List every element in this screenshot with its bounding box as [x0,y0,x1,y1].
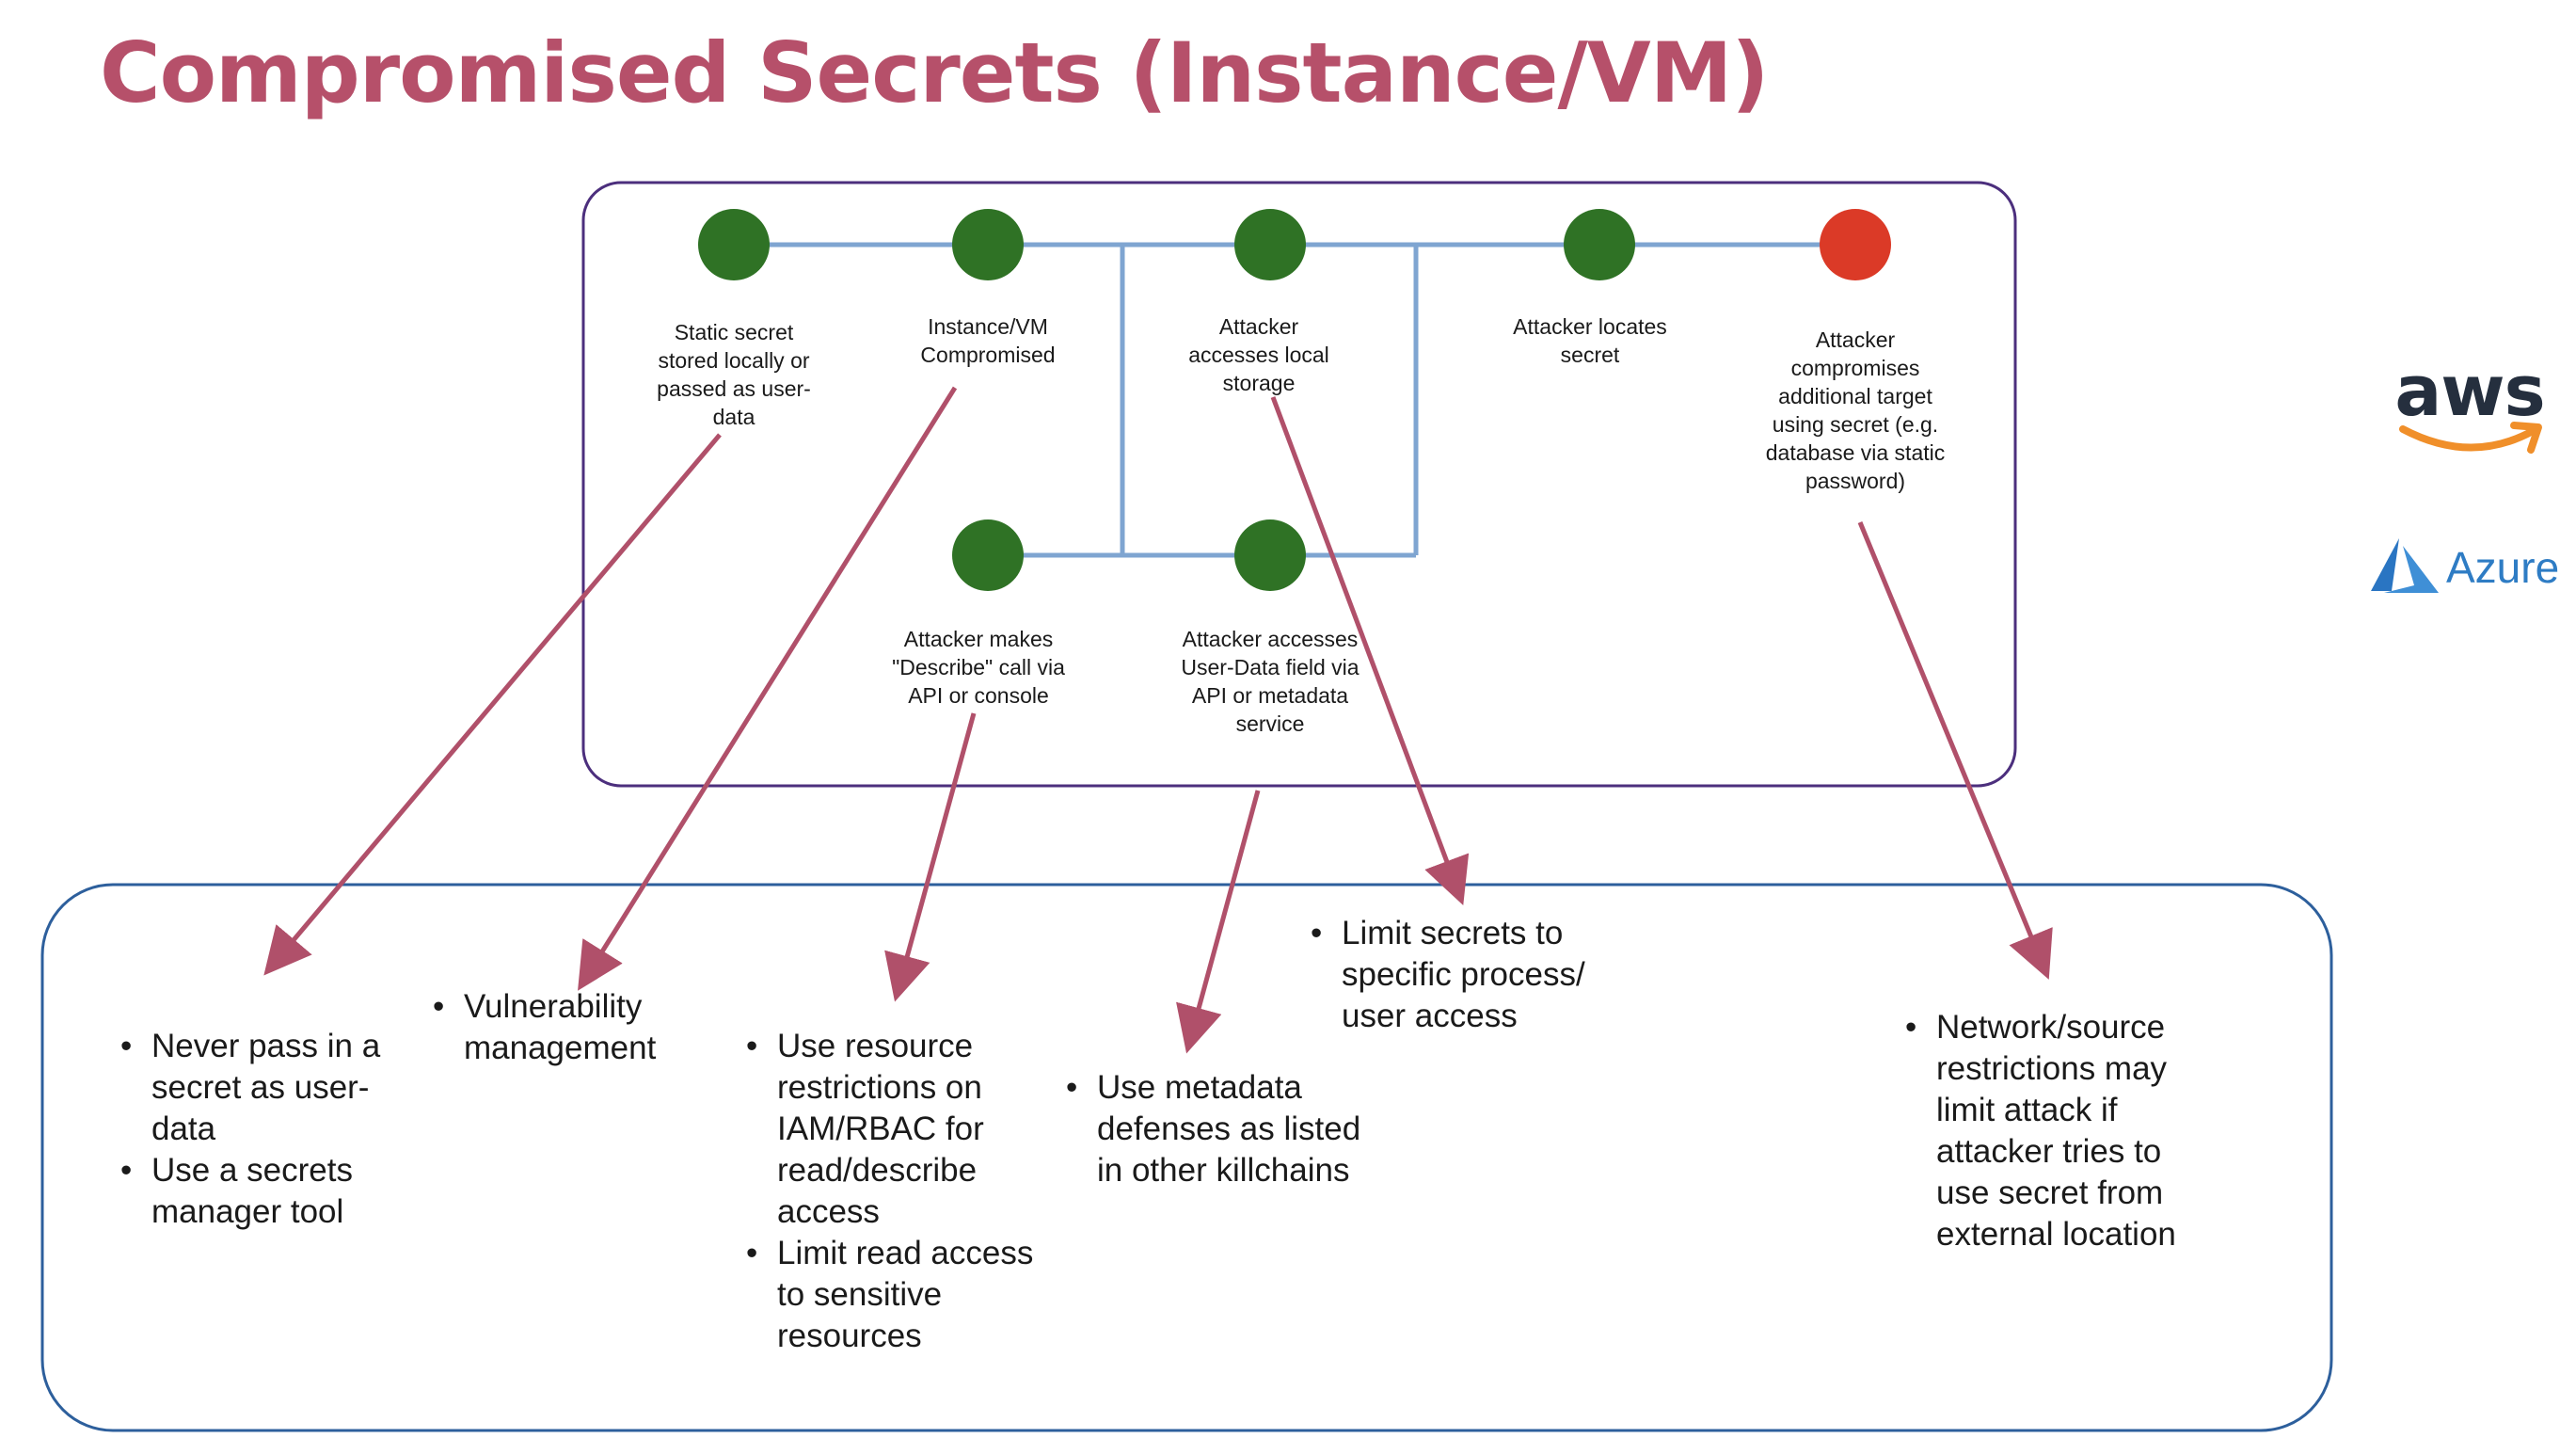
mitigation-list-local-storage: Limit secrets to specific process/ user … [1311,913,1630,1037]
node-label-describe-call: Attacker makes "Describe" call via API o… [892,627,1065,708]
arrow-instance-to-mitigation [578,386,958,991]
mitigations-frame [40,883,2333,1432]
step-node-describe-call [952,519,1024,591]
mitigation-arrows [263,386,2053,1054]
arrow-target-to-mitigation [1857,521,2053,980]
step-node-compromises-target [1820,209,1891,280]
arrow-local-storage-to-mitigation [1270,396,1470,906]
mitigation-item: Use metadata defenses as listed in other… [1066,1067,1376,1191]
connector-lines [734,242,1855,558]
mitigation-list-instance: Vulnerability management [433,986,696,1069]
node-label-static-secret: Static secret stored locally or passed a… [657,320,811,429]
arrow-user-data-to-mitigation [1176,790,1261,1054]
mitigation-list-static-secret: Never pass in a secret as user-data Use … [120,1026,403,1233]
node-label-instance-compromised: Instance/VM Compromised [920,314,1056,367]
mitigation-list-user-data: Use metadata defenses as listed in other… [1066,1067,1376,1191]
step-node-locates-secret [1564,209,1635,280]
node-label-locates-secret: Attacker locates secret [1513,314,1667,367]
mitigation-list-target: Network/source restrictions may limit at… [1905,1007,2187,1255]
mitigation-item: Use resource restrictions on IAM/RBAC fo… [746,1026,1057,1233]
arrow-describe-to-mitigation [884,712,977,1002]
step-nodes [698,209,1891,591]
aws-smile-icon [2399,422,2542,454]
azure-logo: Azure [2365,535,2576,600]
azure-triangle-icon [2371,538,2439,593]
step-node-local-storage [1234,209,1306,280]
mitigation-item: Limit read access to sensitive resources [746,1233,1057,1357]
step-node-static-secret [698,209,770,280]
node-label-local-storage: Attacker accesses local storage [1188,314,1329,395]
mitigation-item: Limit secrets to specific process/ user … [1311,913,1630,1037]
mitigation-item: Vulnerability management [433,986,696,1069]
node-label-user-data-field: Attacker accesses User-Data field via AP… [1181,627,1360,736]
azure-wordmark: Azure [2446,543,2560,592]
mitigation-list-describe: Use resource restrictions on IAM/RBAC fo… [746,1026,1057,1357]
mitigation-item: Use a secrets manager tool [120,1150,403,1233]
step-node-instance-compromised [952,209,1024,280]
aws-logo: aws [2390,350,2550,472]
mitigation-item: Network/source restrictions may limit at… [1905,1007,2187,1255]
mitigation-item: Never pass in a secret as user-data [120,1026,403,1150]
page-title: Compromised Secrets (Instance/VM) [100,24,1769,121]
killchain-frame [581,181,2017,788]
aws-wordmark: aws [2394,351,2545,432]
arrow-static-secret-to-mitigation [263,433,722,976]
node-label-compromises-target: Attacker compromises additional target u… [1765,328,1946,493]
step-node-user-data-field [1234,519,1306,591]
